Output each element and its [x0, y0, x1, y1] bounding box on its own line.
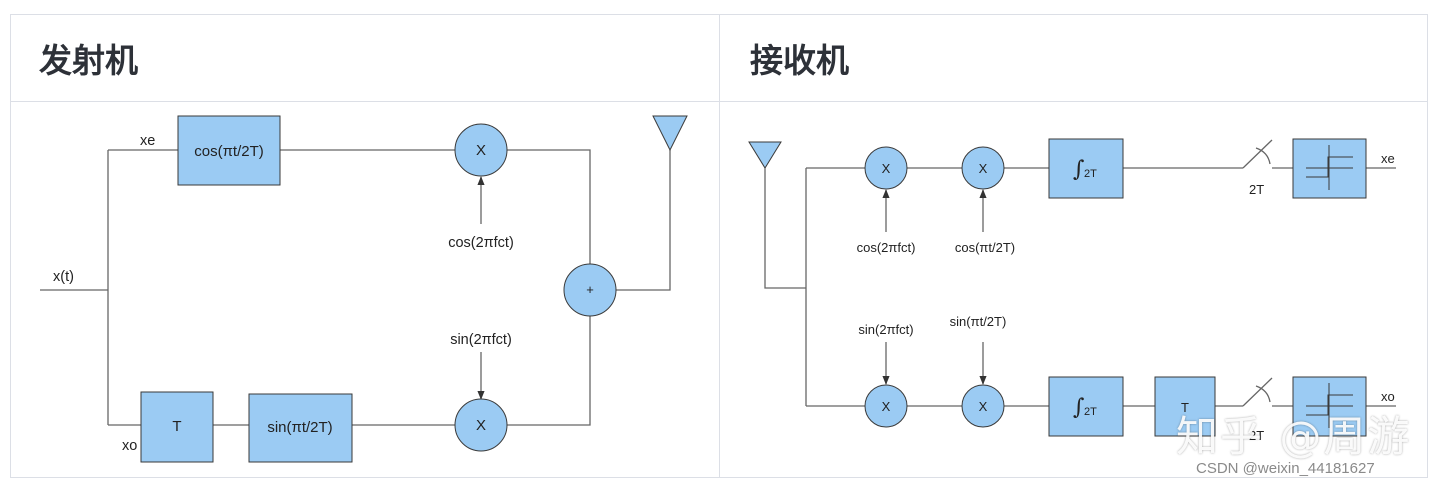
tx-antenna-icon [652, 115, 688, 152]
tx-delay-label: T [172, 418, 181, 435]
tx-sin-shaping-label: sin(πt/2T) [267, 419, 332, 436]
tx-lower-wire-d [507, 316, 591, 426]
rx-sample-lower-label: 2T [1249, 428, 1264, 443]
rx-shaping-cos-label: cos(πt/2T) [955, 240, 1015, 255]
rx-out-lower-label: xo [1381, 389, 1395, 404]
rx-carrier-sin-label: sin(2πfct) [858, 322, 913, 337]
rx-shaping-sin-label: sin(πt/2T) [950, 314, 1007, 329]
watermark: 知乎 @周游 [1176, 412, 1412, 461]
tx-upper-multiplier [454, 123, 508, 177]
rx-upper-switch-arc [1255, 147, 1271, 165]
rx-delay-block [1154, 376, 1216, 437]
rx-lower-switch [1242, 377, 1273, 407]
rx-integrator-upper [1048, 138, 1124, 199]
rx-mult2-lower-label: X [979, 399, 988, 414]
rx-mult1-upper [864, 146, 908, 190]
integral-icon: ∫ [1073, 157, 1085, 182]
source-credit: CSDN @weixin_44181627 [1196, 460, 1375, 477]
tx-delay-block [140, 391, 214, 463]
rx-integrator-lower-sub: 2T [1084, 406, 1097, 418]
rx-mult2-upper-label: X [979, 161, 988, 176]
tx-lower-multiplier-label: X [476, 417, 486, 434]
rx-upper-switch [1242, 139, 1273, 169]
diagram-table: 发射机 接收机 [10, 14, 1428, 478]
tx-adder [563, 263, 617, 317]
rx-mult2-upper [961, 146, 1005, 190]
integral-icon: ∫ [1073, 395, 1085, 420]
column-divider [719, 15, 720, 477]
rx-carrier-cos-label: cos(2πfct) [857, 240, 916, 255]
rx-lower-switch-arc [1255, 385, 1271, 403]
step-function-icon [1306, 145, 1353, 190]
tx-adder-label: + [586, 282, 594, 297]
rx-mult1-lower-label: X [882, 399, 891, 414]
tx-cos-shaping-label: cos(πt/2T) [194, 143, 264, 160]
rx-out-upper-label: xe [1381, 151, 1395, 166]
tx-upper-wire-c [507, 149, 591, 264]
receiver-diagram: X X X X ∫ 2T ∫ 2T T cos(2πfct) cos(πt/2T… [748, 138, 1396, 443]
tx-branch-lower-label: xo [122, 438, 137, 454]
rx-antenna-icon [748, 141, 782, 169]
tx-branch-upper-label: xe [140, 133, 155, 149]
rx-integrator-lower [1048, 376, 1124, 437]
transmitter-header: 发射机 [39, 41, 138, 80]
tx-carrier-cos-label: cos(2πfct) [448, 235, 514, 251]
step-function-icon [1306, 383, 1353, 428]
rx-mult1-lower [864, 384, 908, 428]
tx-lower-multiplier [454, 398, 508, 452]
transmitter-diagram: cos(πt/2T) T sin(πt/2T) X X + x(t) xe xo… [40, 115, 688, 463]
tx-cos-shaping-block [177, 115, 281, 186]
tx-upper-multiplier-label: X [476, 142, 486, 159]
rx-mult2-lower [961, 384, 1005, 428]
rx-antenna-feed [764, 168, 806, 289]
rx-delay-label: T [1181, 400, 1189, 415]
tx-carrier-sin-label: sin(2πfct) [450, 332, 512, 348]
tx-sin-shaping-block [248, 393, 353, 463]
header-divider [11, 101, 1427, 102]
rx-integrator-upper-sub: 2T [1084, 168, 1097, 180]
tx-input-label: x(t) [53, 269, 74, 285]
receiver-header: 接收机 [750, 41, 849, 80]
rx-mult1-upper-label: X [882, 161, 891, 176]
rx-sample-upper-label: 2T [1249, 182, 1264, 197]
tx-adder-to-antenna [616, 150, 671, 291]
